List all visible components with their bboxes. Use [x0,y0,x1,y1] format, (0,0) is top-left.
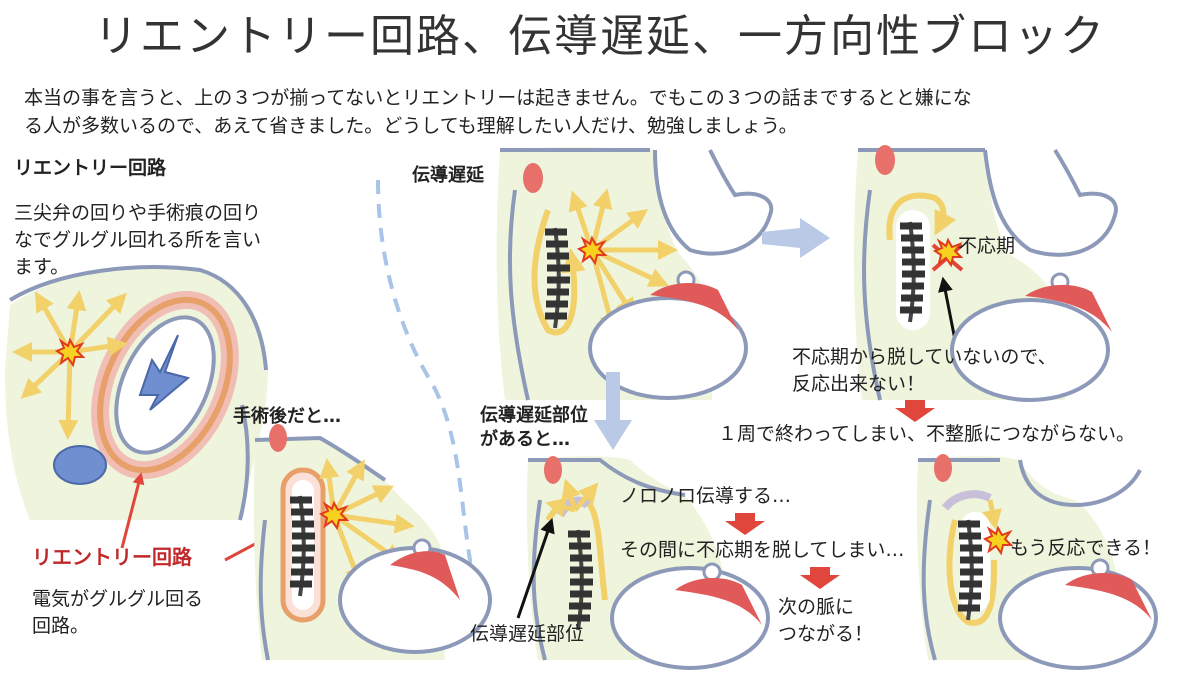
delay-site-label: 伝導遅延部位 [470,623,585,645]
post-surgery-label: 手術後だと… [233,406,341,427]
red-arrow-down-1 [895,400,935,422]
reentry-desc-line-3: ます。 [14,256,70,278]
reentry-desc-line-2: なでグルグル回れる所を言い [14,229,262,251]
intro-text: 本当の事を言うと、上の３つが揃ってないとリエントリーは起きません。でもこの３つの… [24,84,972,140]
refractory-label: 不応期 [958,235,1016,257]
intro-line-2: る人が多数いるので、あえて省きました。どうしても理解したい人だけ、勉強しましょう… [24,115,798,137]
reentry-heading: リエントリー回路 [14,157,167,179]
reentry-heart-left [5,265,268,521]
conduction-delay-heart [496,147,774,401]
delay-site-heading-line-1: 伝導遅延部位 [480,405,588,426]
ends-one-cycle-text: １周で終わってしまい、不整脈につながらない。 [718,423,1136,445]
red-arrow-down-3 [800,567,840,589]
slow-conduction-text: ノロノロ伝導する… [620,485,792,507]
next-beat-text: 次の脈に つながる！ [778,594,873,648]
blue-arrow-down [594,372,632,450]
can-respond-text: もう反応できる！ [1010,537,1162,559]
scar-shape [138,334,191,411]
reentry-desc-line-1: 三尖弁の回りや手術痕の回り [14,202,262,224]
cannot-respond-line-1: 不応期から脱していないので、 [792,346,1057,368]
cannot-respond-text: 不応期から脱していないので、 反応出来ない！ [792,344,1057,398]
blue-arrow-right [762,218,830,258]
cannot-respond-line-2: 反応出来ない！ [792,373,926,395]
conduction-delay-heading: 伝導遅延 [412,165,484,186]
page-title: リエントリー回路、伝導遅延、一方向性ブロック [94,11,1106,62]
next-beat-line-2: つながる！ [778,623,874,645]
reentry-circuit-desc-line-1: 電気がグルグル回る [32,588,204,610]
intro-line-1: 本当の事を言うと、上の３つが揃ってないとリエントリーは起きません。でもこの３つの… [24,87,972,109]
can-respond-heart [916,454,1158,670]
recover-refractory-text: その間に不応期を脱してしまい… [620,539,905,561]
post-surgery-heart [253,424,492,661]
reentry-circuit-desc: 電気がグルグル回る 回路。 [32,586,203,640]
reentry-circuit-label: リエントリー回路 [32,545,192,569]
refractory-heart [853,145,1118,402]
red-arrow-down-2 [725,513,765,535]
delay-site-heading-line-2: があると… [480,429,570,450]
dashed-separator [376,179,472,640]
next-beat-line-1: 次の脈に [778,596,855,618]
reentry-desc: 三尖弁の回りや手術痕の回り なでグルグル回れる所を言い ます。 [14,200,261,281]
reentry-circuit-desc-line-2: 回路。 [32,615,90,637]
delay-site-heart [516,456,770,670]
valve-blue-oval [53,445,107,485]
delay-site-heading: 伝導遅延部位 があると… [480,404,588,452]
